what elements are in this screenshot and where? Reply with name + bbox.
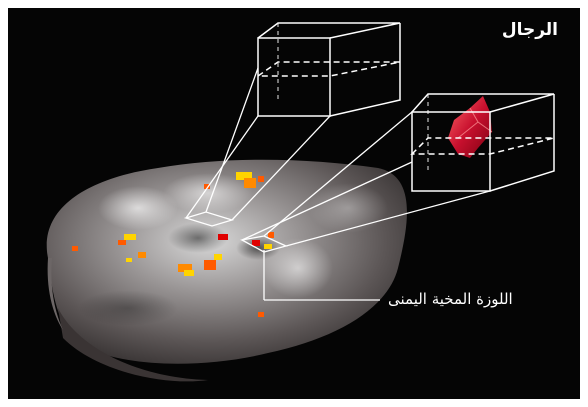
zoom-cube-1 xyxy=(258,23,400,116)
image-panel: الرجال اللوزة المخية اليمنى xyxy=(8,8,580,399)
brain-slice xyxy=(47,160,407,382)
region-label: اللوزة المخية اليمنى xyxy=(388,290,513,308)
brain-scan-illustration xyxy=(8,8,580,399)
zoom-cube-2 xyxy=(412,94,554,191)
figure-title: الرجال xyxy=(502,20,558,40)
